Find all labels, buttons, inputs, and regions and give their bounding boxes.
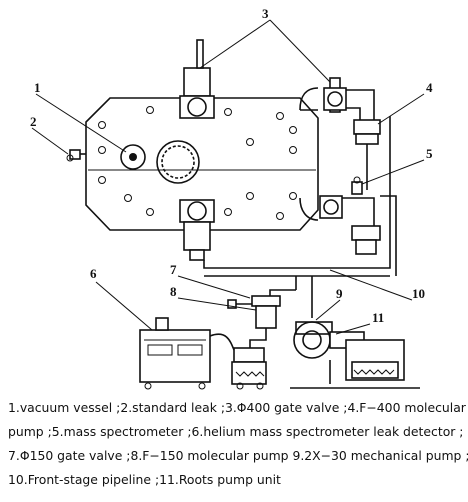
molecular-pump-f150 [227,295,281,356]
vacuum-vessel [85,97,319,231]
gate-valve-top-left [179,39,215,119]
figure-caption: 1.vacuum vessel ;2.standard leak ;3.Φ400… [8,396,468,492]
front-stage-pipeline [203,116,397,318]
callout-10: 10 [412,286,425,301]
callout-5: 5 [426,146,433,161]
caption-line-4: 10.Front-stage pipeline ;11.Roots pump u… [8,472,281,487]
caption-line-2: pump ;5.mass spectrometer ;6.helium mass… [8,424,464,439]
gate-valve-right-bottom [299,195,381,255]
molecular-pump-f400 [353,119,381,190]
callout-3: 3 [262,6,269,21]
callout-4: 4 [426,80,433,95]
callout-9: 9 [336,286,343,301]
helium-leak-detector [139,317,235,390]
roots-pump-unit [290,321,420,389]
callout-8: 8 [170,284,177,299]
gate-valve-right-top [299,77,375,120]
callout-6: 6 [90,266,97,281]
callout-labels: 1 2 3 4 5 6 7 8 9 10 11 [30,6,433,325]
mass-spectrometer [351,176,363,195]
mechanical-pump [231,347,267,390]
gate-valve-bottom-left [179,199,215,261]
callout-7: 7 [170,262,177,277]
vacuum-system-diagram: 1 2 3 4 5 6 7 8 9 10 11 [30,6,433,390]
callout-1: 1 [34,80,41,95]
caption-line-3: 7.Φ150 gate valve ;8.F−150 molecular pum… [8,448,468,463]
leader-lines [31,19,425,335]
callout-2: 2 [30,114,37,129]
callout-11: 11 [372,310,384,325]
standard-leak [66,149,86,162]
caption-line-1: 1.vacuum vessel ;2.standard leak ;3.Φ400… [8,400,466,415]
